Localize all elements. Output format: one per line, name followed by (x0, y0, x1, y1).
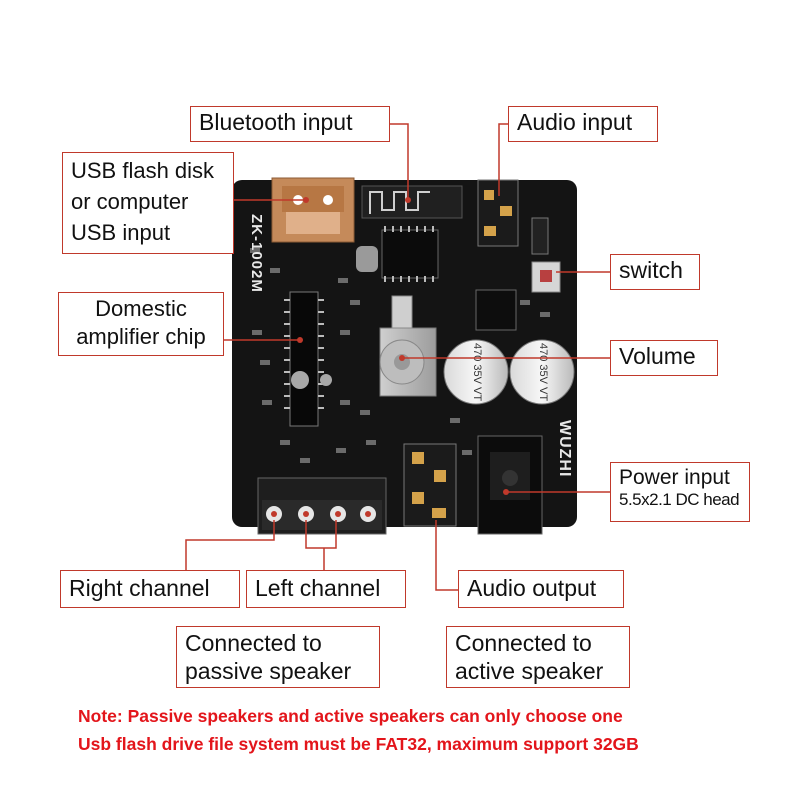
callout-usb-input: USB flash disk or computer USB input (62, 152, 234, 254)
bluetooth-module (356, 185, 463, 282)
note-line-1: Note: Passive speakers and active speake… (78, 706, 623, 726)
note-line-2: Usb flash drive file system must be FAT3… (78, 734, 639, 754)
callout-volume: Volume (610, 340, 718, 376)
callout-audio-input: Audio input (508, 106, 658, 142)
usb-line-2: or computer (71, 189, 189, 214)
active-line-1: Connected to (455, 630, 592, 656)
power-line-2: 5.5x2.1 DC head (619, 490, 740, 510)
leader-dots (297, 197, 509, 495)
power-switch (531, 261, 561, 293)
chip-line-2: amplifier chip (76, 324, 206, 349)
callout-passive-speaker: Connected to passive speaker (176, 626, 380, 688)
dc-power-jack (477, 435, 543, 535)
audio-output-jack (403, 443, 457, 527)
callout-bluetooth-input: Bluetooth input (190, 106, 390, 142)
amplifier-chip (284, 291, 332, 427)
svg-text:470 35V VT: 470 35V VT (537, 343, 549, 401)
regulator-chip (475, 289, 517, 331)
callout-active-speaker: Connected to active speaker (446, 626, 630, 688)
capacitor-right: 470 35V VT (509, 339, 575, 405)
usb-line-1: USB flash disk (71, 158, 215, 183)
leader-lines (185, 123, 610, 591)
audio-input-jack (477, 179, 549, 255)
volume-potentiometer (379, 295, 437, 397)
board-model-text: ZK-1002M (248, 214, 265, 293)
usb-line-3: USB input (71, 220, 171, 245)
passive-line-1: Connected to (185, 630, 322, 656)
callout-amplifier-chip: Domestic amplifier chip (58, 292, 224, 356)
passive-line-2: passive speaker (185, 658, 352, 684)
active-line-2: active speaker (455, 658, 604, 684)
board-brand-text: WUZHI (556, 420, 573, 477)
callout-left-channel: Left channel (246, 570, 406, 608)
callout-right-channel: Right channel (60, 570, 240, 608)
speaker-terminal (257, 477, 387, 535)
callout-switch: switch (610, 254, 700, 290)
svg-text:470 35V VT: 470 35V VT (471, 343, 483, 401)
usb-port (271, 177, 355, 243)
callout-audio-output: Audio output (458, 570, 624, 608)
chip-line-1: Domestic (95, 296, 187, 321)
capacitor-left: 470 35V VT (443, 339, 509, 405)
callout-power-input: Power input 5.5x2.1 DC head (610, 462, 750, 522)
power-line-1: Power input (619, 466, 730, 489)
smd-components (250, 248, 550, 463)
